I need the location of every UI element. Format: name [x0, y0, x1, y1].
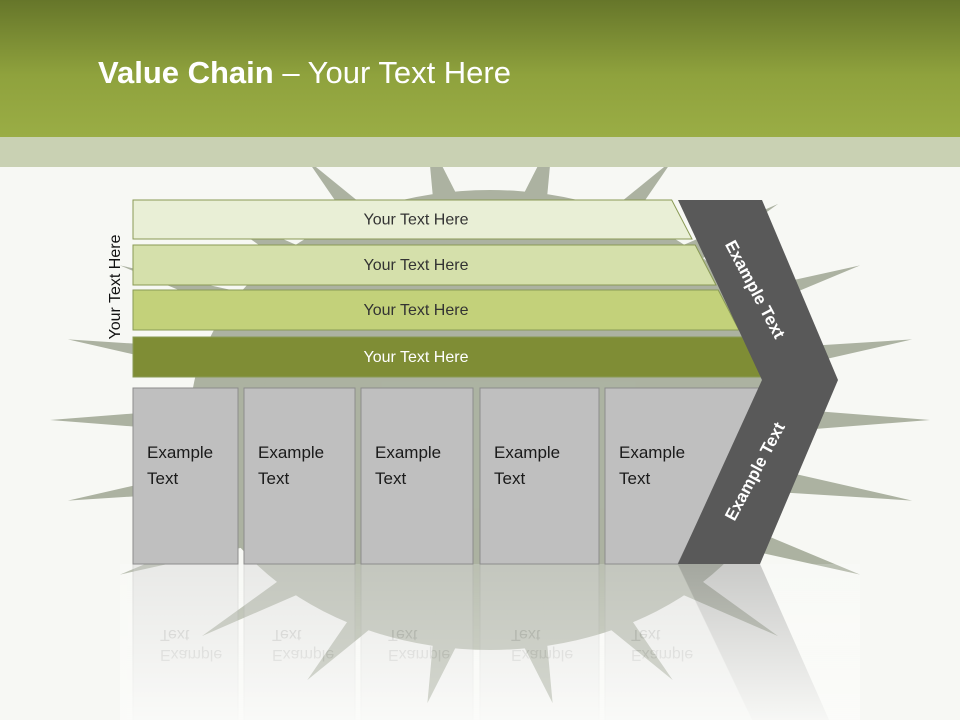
primary-box-label-line1: Example	[258, 443, 324, 462]
margin-chevron-upper	[678, 200, 838, 380]
support-row-label: Your Text Here	[364, 302, 469, 319]
primary-box-label-line1: Example	[619, 443, 685, 462]
primary-box-label-line1: Example	[147, 443, 213, 462]
header-band	[0, 0, 960, 137]
support-row-2	[132, 244, 717, 286]
slide-title: Value Chain – Your Text Here	[98, 55, 511, 91]
support-row-1	[132, 199, 693, 240]
header-strip	[0, 137, 960, 167]
primary-box-label-line1: Example	[375, 443, 441, 462]
support-row-label: Your Text Here	[364, 349, 469, 366]
primary-box-1	[132, 387, 239, 565]
support-row-label: Your Text Here	[364, 212, 469, 229]
primary-box-2	[243, 387, 356, 565]
primary-box-label-line2: Text	[375, 469, 406, 488]
support-row-label: Your Text Here	[364, 257, 469, 274]
margin-chevron-lower	[678, 380, 838, 564]
primary-box-label-line1: Example	[494, 443, 560, 462]
primary-box-label-line2: Text	[258, 469, 289, 488]
primary-box-label-line2: Text	[494, 469, 525, 488]
primary-box-4	[479, 387, 600, 565]
title-rest: – Your Text Here	[273, 55, 511, 90]
reflection: Example Text Example Text Example Text E…	[120, 563, 860, 720]
primary-box-label-line2: Text	[147, 469, 178, 488]
primary-box-3	[360, 387, 474, 565]
title-bold: Value Chain	[98, 55, 274, 90]
primary-box-label-line2: Text	[619, 469, 650, 488]
